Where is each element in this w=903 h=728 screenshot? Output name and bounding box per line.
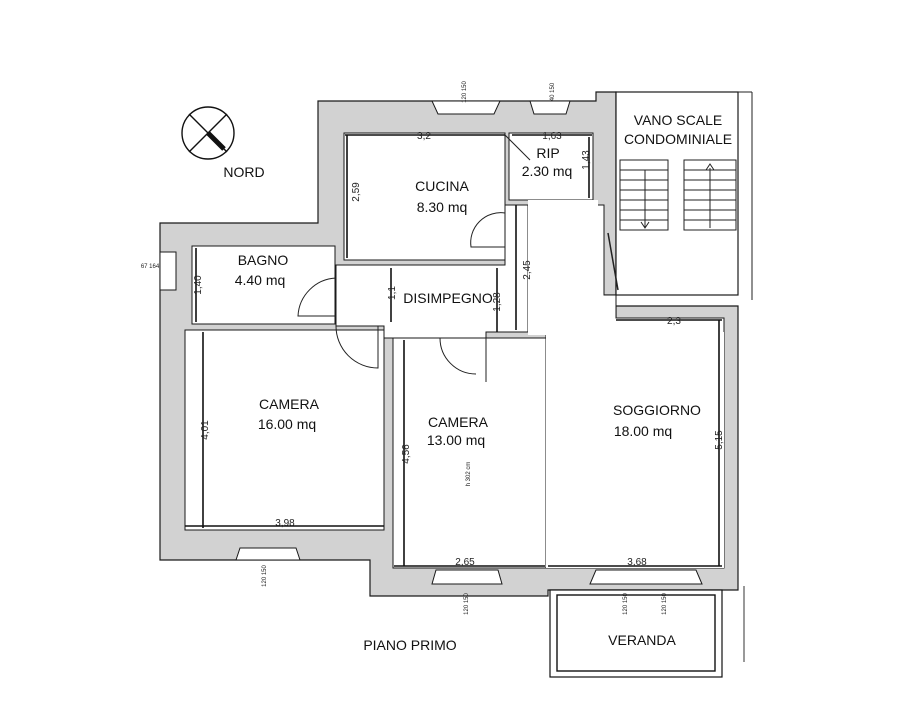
room-area-cucina: 8.30 mq: [417, 199, 468, 215]
room-area-soggiorno: 18.00 mq: [614, 423, 672, 439]
dim-soggiorno-width-bottom: 3,68: [627, 557, 647, 568]
dim-cucina-height: 2,59: [351, 182, 362, 202]
room-name-rip: RIP: [536, 145, 559, 161]
window-note-soggiorno-a: 120 150: [623, 593, 629, 615]
dim-camera2-width: 2,65: [455, 557, 475, 568]
veranda: [549, 586, 745, 678]
room-name-camera-1: CAMERA: [259, 396, 320, 412]
dim-soggiorno-height: 5,15: [714, 430, 725, 450]
room-name-camera-2: CAMERA: [428, 414, 489, 430]
compass-icon: [181, 106, 235, 160]
dim-camera2-height: 4,56: [401, 444, 412, 464]
dim-disimpegno-2: 1,28: [492, 292, 503, 312]
north-label: NORD: [223, 164, 264, 180]
room-area-camera-1: 16.00 mq: [258, 416, 316, 432]
window-note-camera1: 120 150: [262, 565, 268, 587]
dim-disimpegno-3: 2,45: [522, 260, 533, 280]
room-name-disimpegno: DISIMPEGNO: [403, 290, 493, 306]
dim-bagno-height: 1,40: [193, 275, 204, 295]
window-note-camera2: 120 150: [464, 593, 470, 615]
dimension-lines: [185, 134, 722, 567]
window-note-top-b: 40 150: [550, 82, 556, 101]
height-note: h 302 cm: [466, 462, 472, 487]
room-area-bagno: 4.40 mq: [235, 272, 286, 288]
room-name-soggiorno: SOGGIORNO: [613, 402, 701, 418]
doors: [297, 134, 531, 382]
room-interiors: [184, 132, 725, 569]
dim-soggiorno-width-top: 2,3: [667, 316, 681, 327]
room-name-bagno: BAGNO: [238, 252, 289, 268]
floor-label: PIANO PRIMO: [363, 637, 456, 653]
stairwell: [607, 91, 753, 300]
window-note-left: 67 164: [141, 264, 160, 270]
dim-cucina-width: 3,2: [417, 131, 431, 142]
room-area-camera-2: 13.00 mq: [427, 432, 485, 448]
window-note-soggiorno-b: 120 150: [662, 593, 668, 615]
room-name-veranda: VERANDA: [608, 632, 676, 648]
room-area-rip: 2.30 mq: [522, 163, 573, 179]
dim-camera1-width: 3,98: [275, 518, 295, 529]
stairwell-label-line2: CONDOMINIALE: [624, 131, 732, 147]
dim-camera1-height: 4,01: [200, 420, 211, 440]
stairwell-label-line1: VANO SCALE: [634, 112, 722, 128]
dim-disimpegno-1: 1,1: [387, 286, 398, 300]
windows: [159, 100, 703, 585]
dim-rip-width: 1,63: [542, 131, 562, 142]
dim-rip-height: 1,43: [581, 150, 592, 170]
window-note-top-a: 120 150: [462, 81, 468, 103]
room-name-cucina: CUCINA: [415, 178, 469, 194]
